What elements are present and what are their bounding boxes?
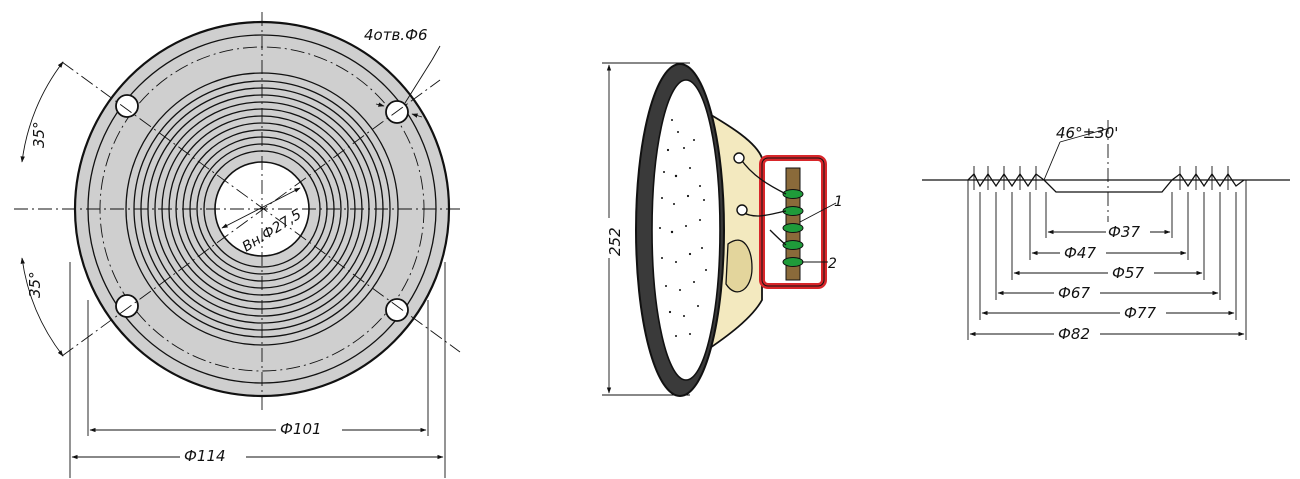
holes-label: 4отв.Ф6 [364, 26, 428, 44]
callout-1: 1 [834, 194, 843, 210]
height-label: 252 [606, 227, 624, 256]
callout-2: 2 [828, 256, 837, 272]
profile-angle-label: 46°±30' [1056, 124, 1118, 142]
profile-ticks [973, 166, 1229, 190]
rim-inner [651, 79, 721, 381]
profile-dia-3: Ф57 [1112, 264, 1144, 282]
angle-bottom-label: 35° [26, 271, 44, 298]
front-view: Вн.Ф27,5 4отв.Ф6 35° 35° Ф101 Ф114 [14, 12, 461, 478]
dia-mid-label: Ф101 [280, 420, 322, 438]
side-view: 252 [600, 62, 843, 397]
dia-outer-label: Ф114 [184, 447, 226, 465]
profile-dia-1: Ф37 [1108, 223, 1140, 241]
profile-dia-2: Ф47 [1064, 244, 1096, 262]
terminals [782, 189, 804, 267]
mounting-holes [115, 94, 409, 322]
profile-dia-5: Ф77 [1124, 304, 1156, 322]
profile-view: 46°±30' Ф37 Ф47 Ф57 Ф67 Ф77 Ф82 [922, 120, 1290, 343]
angle-top-label: 35° [30, 121, 48, 148]
profile-dia-4: Ф67 [1058, 284, 1090, 302]
cone-stipple [659, 119, 707, 337]
profile-extension-lines [967, 180, 1247, 340]
profile-dia-6: Ф82 [1058, 325, 1090, 343]
